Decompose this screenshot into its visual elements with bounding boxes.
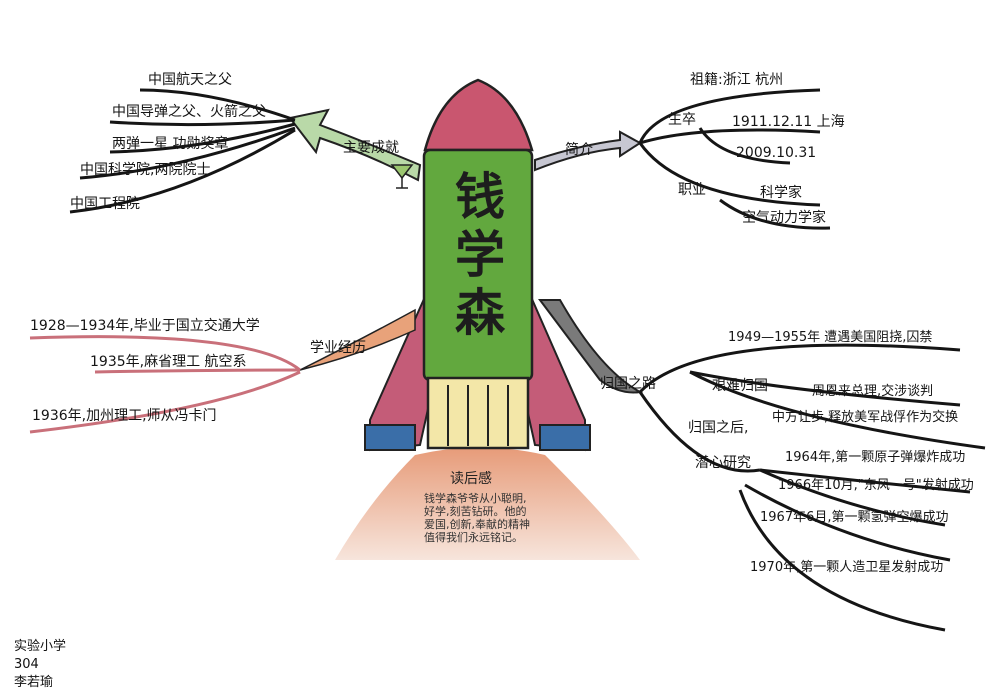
return-after-item: 1967年6月,第一颗氢弹空爆成功 — [760, 510, 949, 525]
achievements-label: 主要成就 — [343, 140, 399, 156]
return-road — [537, 299, 644, 394]
intro-died: 2009.10.31 — [736, 145, 817, 161]
reflection-text: 钱学森爷爷从小聪明,好学,刻苦钻研。他的爱国,创新,奉献的精神值得我们永远铭记。 — [424, 492, 530, 544]
achievement-item: 中国航天之父 — [148, 72, 232, 88]
intro-job-label: 职业 — [678, 182, 706, 198]
return-hard-label: 艰难归国 — [712, 378, 768, 394]
return-after-item: 1970年,第一颗人造卫星发射成功 — [750, 560, 944, 575]
rocket-left-fin-foot — [364, 424, 416, 451]
rocket-nose — [423, 78, 534, 152]
achievements-lines — [69, 88, 296, 214]
glass-icon — [390, 164, 414, 189]
return-hard-item: 中方让步,释放美军战俘作为交换 — [772, 410, 959, 425]
return-after-item: 1966年10月,"东风一号"发射成功 — [778, 478, 974, 493]
education-item: 1928—1934年,毕业于国立交通大学 — [30, 318, 260, 334]
rocket-right-fin-foot — [539, 424, 591, 451]
return-hard-item: 周恩来总理,交涉谈判 — [812, 384, 934, 399]
return-label: 归国之路 — [600, 376, 656, 392]
rocket-base-stripes — [447, 385, 509, 446]
return-after-label-2: 潜心研究 — [695, 455, 751, 471]
education-lines — [29, 335, 301, 434]
return-lines — [638, 343, 986, 632]
footer-school: 实验小学 — [14, 639, 67, 654]
title-char-3: 森 — [455, 283, 505, 342]
footer-class: 304 — [14, 657, 39, 672]
reflection-title: 读后感 — [450, 471, 492, 487]
education-label: 学业经历 — [310, 340, 366, 356]
rocket-flame — [335, 447, 640, 560]
intro-native: 祖籍:浙江 杭州 — [690, 72, 784, 88]
title-char-2: 学 — [455, 225, 505, 284]
achievement-item: 中国工程院 — [70, 196, 140, 212]
intro-born: 1911.12.11 上海 — [732, 114, 845, 130]
achievements-arrow — [288, 108, 422, 182]
return-after-item: 1964年,第一颗原子弹爆炸成功 — [785, 450, 966, 465]
return-after-label: 归国之后, — [688, 420, 749, 436]
intro-life-label: 生卒 — [668, 112, 696, 128]
achievement-item: 中国导弹之父、火箭之父 — [112, 104, 266, 120]
education-branch — [299, 308, 416, 371]
title-char-1: 钱 — [455, 167, 505, 226]
education-item: 1935年,麻省理工 航空系 — [90, 354, 247, 370]
achievement-item: 两弹一星 功勋奖章 — [112, 136, 229, 152]
intro-label: 简介 — [565, 142, 593, 158]
return-hard-item: 1949—1955年 遭遇美国阻挠,囚禁 — [728, 330, 933, 345]
intro-lines — [638, 88, 831, 230]
intro-job-item: 空气动力学家 — [742, 210, 826, 226]
rocket-base — [426, 376, 530, 450]
footer-name: 李若瑜 — [14, 675, 54, 690]
achievement-item: 中国科学院,两院院士 — [80, 162, 211, 178]
intro-job-item: 科学家 — [760, 185, 802, 201]
education-item: 1936年,加州理工,师从冯卡门 — [32, 408, 217, 424]
intro-branch — [534, 130, 642, 172]
